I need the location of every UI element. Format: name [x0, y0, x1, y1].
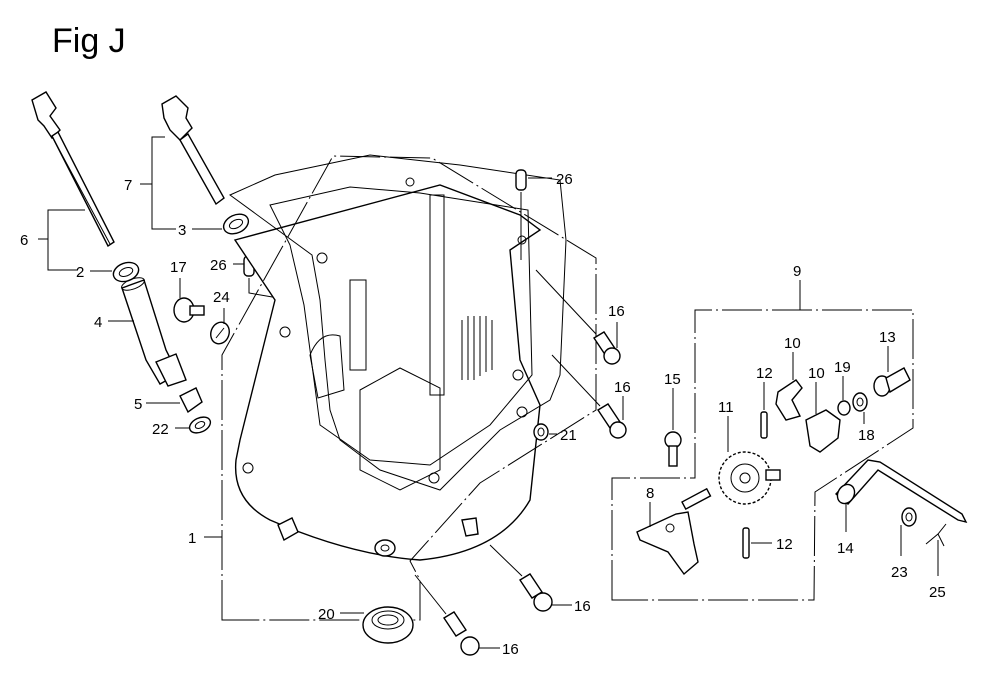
group-box-crankcase [221, 155, 597, 621]
callout-11: 11 [718, 399, 734, 416]
callout-23: 23 [891, 564, 908, 581]
callout-16-a: 16 [608, 303, 625, 320]
part-seal-2[interactable] [111, 259, 142, 285]
callout-2: 2 [76, 264, 84, 281]
leader-16-a-part [535, 269, 597, 335]
callout-13: 13 [879, 329, 896, 346]
callout-10-a: 10 [784, 335, 801, 352]
part-washer-21[interactable] [533, 423, 549, 441]
callout-14: 14 [837, 540, 854, 557]
callout-8: 8 [646, 485, 654, 502]
part-washer-18[interactable] [852, 392, 868, 412]
part-bolt-16-b[interactable] [597, 403, 627, 439]
callout-17: 17 [170, 259, 187, 276]
part-governor-arm-8[interactable] [636, 487, 712, 576]
part-washer-19[interactable] [837, 400, 851, 416]
callout-16-b: 16 [614, 379, 631, 396]
part-clip-25[interactable] [925, 523, 947, 547]
callout-24: 24 [213, 289, 230, 306]
part-seal-3[interactable] [220, 210, 251, 237]
part-oil-seal-20[interactable] [362, 606, 414, 644]
part-governor-gear-11[interactable] [718, 451, 781, 505]
part-bolt-16-c[interactable] [519, 573, 553, 612]
callout-26-top: 26 [556, 171, 573, 188]
callout-7: 7 [124, 177, 132, 194]
callout-16-c: 16 [574, 598, 591, 615]
part-clip-5[interactable] [179, 387, 203, 414]
callout-10-b: 10 [808, 365, 825, 382]
part-weight-10-a[interactable] [775, 379, 803, 421]
callout-20: 20 [318, 606, 335, 623]
group-box-governor [611, 309, 914, 601]
callout-21: 21 [560, 427, 577, 444]
part-governor-lever-14[interactable] [834, 459, 968, 524]
callout-1: 1 [188, 530, 196, 547]
callout-3: 3 [178, 222, 186, 239]
callout-19: 19 [834, 359, 851, 376]
callout-6-bracket [38, 209, 85, 271]
leader-16-c-part [489, 544, 523, 577]
callout-5: 5 [134, 396, 142, 413]
part-weight-10-b[interactable] [805, 409, 841, 453]
part-dowel-26-top[interactable] [515, 169, 527, 191]
part-bolt-16-d[interactable] [443, 611, 480, 656]
callout-15: 15 [664, 371, 681, 388]
callout-26-left: 26 [210, 257, 227, 274]
callout-12-b: 12 [776, 536, 793, 553]
part-washer-22[interactable] [187, 414, 213, 436]
callout-12-a: 12 [756, 365, 773, 382]
callout-22: 22 [152, 421, 169, 438]
callout-16-d: 16 [502, 641, 519, 658]
figure-title: Fig J [52, 22, 126, 60]
part-filler-tube-4[interactable] [120, 275, 187, 387]
part-pin-12-a[interactable] [760, 411, 768, 439]
part-bolt-17[interactable] [173, 297, 205, 323]
part-washer-23[interactable] [901, 507, 917, 527]
part-shaft-13[interactable] [873, 367, 911, 397]
callout-4: 4 [94, 314, 102, 331]
callout-25: 25 [929, 584, 946, 601]
leader-16-b-part [551, 354, 601, 407]
leader-16-d-part [414, 574, 447, 615]
callout-7-bracket [140, 136, 222, 230]
callout-6: 6 [20, 232, 28, 249]
part-dipstick-long[interactable] [31, 91, 115, 248]
callout-9: 9 [793, 263, 801, 280]
part-pin-12-b[interactable] [742, 527, 750, 559]
part-bolt-15[interactable] [664, 431, 682, 467]
part-bolt-16-a[interactable] [593, 331, 621, 365]
part-dipstick-short[interactable] [161, 95, 225, 206]
part-crankcase-cover-1[interactable] [229, 154, 567, 561]
callout-18: 18 [858, 427, 875, 444]
